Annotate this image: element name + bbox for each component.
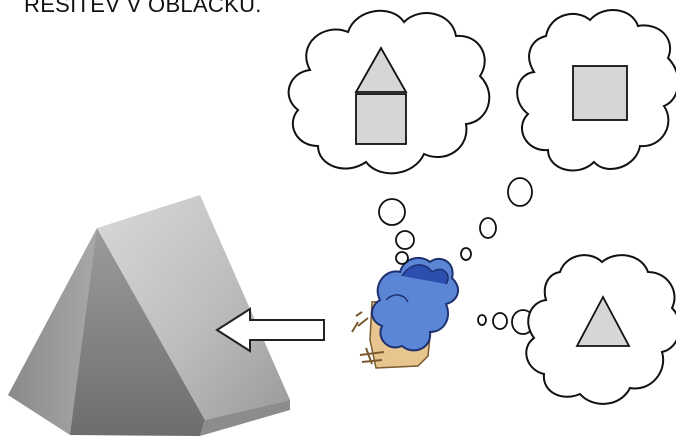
house-roof-triangle [354, 46, 408, 93]
triangle-shape [575, 295, 631, 347]
prism-front-face [70, 228, 205, 436]
square-shape [572, 65, 628, 121]
prism-left-face [8, 228, 97, 435]
thinking-person-illustration [351, 256, 460, 369]
thought-trail-upper-right [460, 177, 533, 261]
prism-top-face [97, 195, 290, 420]
triangular-prism [8, 195, 290, 436]
thought-trail-lower-right [477, 309, 535, 335]
thought-cloud-triangle [525, 254, 676, 405]
prism-bottom-edge [200, 400, 290, 436]
left-arrow-icon [215, 307, 325, 353]
caption-text: ŘEŠITEV V OBLAČKU. [24, 0, 262, 17]
house-body-square [355, 93, 407, 145]
thought-cloud-house [287, 9, 491, 175]
thought-trail-left [378, 198, 415, 265]
thought-cloud-square [516, 8, 676, 172]
